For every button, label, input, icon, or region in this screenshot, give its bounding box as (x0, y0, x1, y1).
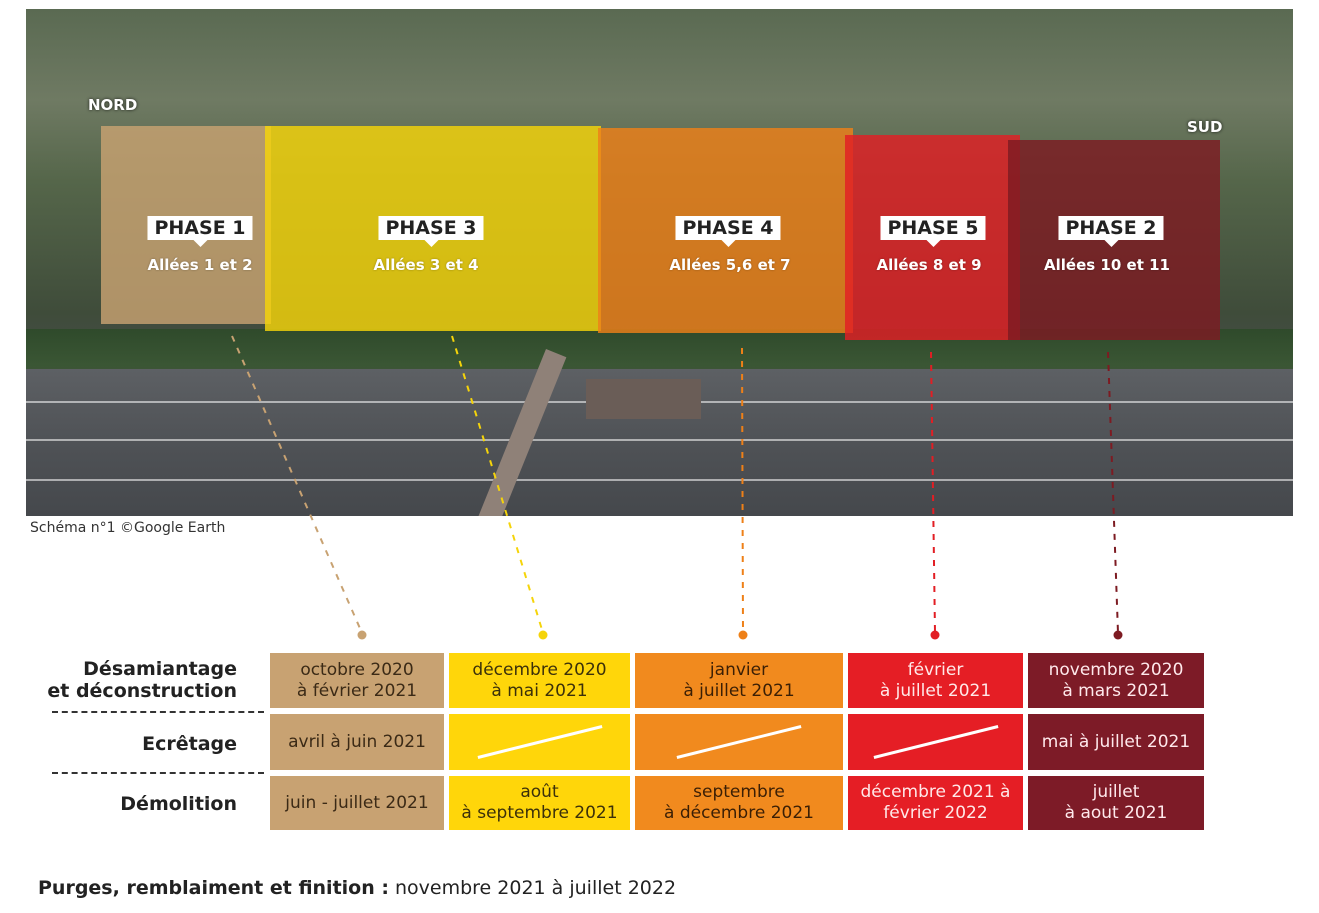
cell-desamiantage-phase-4: janvier à juillet 2021 (635, 653, 843, 708)
not-applicable-slash (873, 725, 998, 759)
connector-dot-phase-5 (930, 630, 940, 640)
row-label-desamiantage: Désamiantage et déconstruction (47, 658, 237, 702)
row-separator (52, 711, 264, 713)
cell-ecretage-phase-3 (449, 714, 630, 770)
cell-desamiantage-phase-3: décembre 2020 à mai 2021 (449, 653, 630, 708)
row-label-ecretage: Ecrêtage (142, 733, 237, 755)
cell-ecretage-phase-4 (635, 714, 843, 770)
cell-demolition-phase-4: septembre à décembre 2021 (635, 776, 843, 830)
phase-2-subtitle: Allées 10 et 11 (1044, 256, 1170, 274)
not-applicable-slash (477, 725, 602, 759)
cell-desamiantage-phase-1: octobre 2020 à février 2021 (270, 653, 444, 708)
connector-phase-4 (741, 347, 744, 634)
connector-phase-1 (231, 335, 363, 634)
connector-dot-phase-2 (1113, 630, 1123, 640)
cell-ecretage-phase-1: avril à juin 2021 (270, 714, 444, 770)
connector-phase-3 (451, 335, 544, 634)
phase-3-title: PHASE 3 (378, 216, 484, 247)
connector-dot-phase-3 (538, 630, 548, 640)
label-south: SUD (1187, 118, 1223, 136)
phase-1-subtitle: Allées 1 et 2 (147, 256, 253, 274)
cell-desamiantage-phase-2: novembre 2020 à mars 2021 (1028, 653, 1204, 708)
photo-credit: Schéma n°1 ©Google Earth (30, 520, 226, 536)
footer-label: Purges, remblaiment et finition : (38, 877, 389, 899)
connector-phase-2 (1107, 351, 1119, 634)
cell-demolition-phase-2: juillet à aout 2021 (1028, 776, 1204, 830)
cell-demolition-phase-5: décembre 2021 à février 2022 (848, 776, 1023, 830)
label-north: NORD (88, 96, 138, 114)
phase-4-subtitle: Allées 5,6 et 7 (669, 256, 791, 274)
cell-ecretage-phase-2: mai à juillet 2021 (1028, 714, 1204, 770)
connector-dot-phase-4 (738, 630, 748, 640)
row-label-demolition: Démolition (120, 793, 237, 815)
connector-dot-phase-1 (357, 630, 367, 640)
row-separator (52, 772, 264, 774)
cell-demolition-phase-3: août à septembre 2021 (449, 776, 630, 830)
cell-demolition-phase-1: juin - juillet 2021 (270, 776, 444, 830)
cell-ecretage-phase-5 (848, 714, 1023, 770)
phase-5-title: PHASE 5 (880, 216, 986, 247)
footer-note: Purges, remblaiment et finition : novemb… (38, 877, 676, 899)
tunnel-entrance (586, 379, 701, 419)
not-applicable-slash (676, 725, 802, 759)
phase-3-subtitle: Allées 3 et 4 (373, 256, 479, 274)
phase-1-title: PHASE 1 (147, 216, 253, 247)
cell-desamiantage-phase-5: février à juillet 2021 (848, 653, 1023, 708)
phase-4-title: PHASE 4 (675, 216, 781, 247)
footer-value: novembre 2021 à juillet 2022 (388, 877, 677, 899)
phase-5-subtitle: Allées 8 et 9 (876, 256, 982, 274)
connector-phase-5 (930, 351, 936, 634)
phase-2-title: PHASE 2 (1058, 216, 1164, 247)
